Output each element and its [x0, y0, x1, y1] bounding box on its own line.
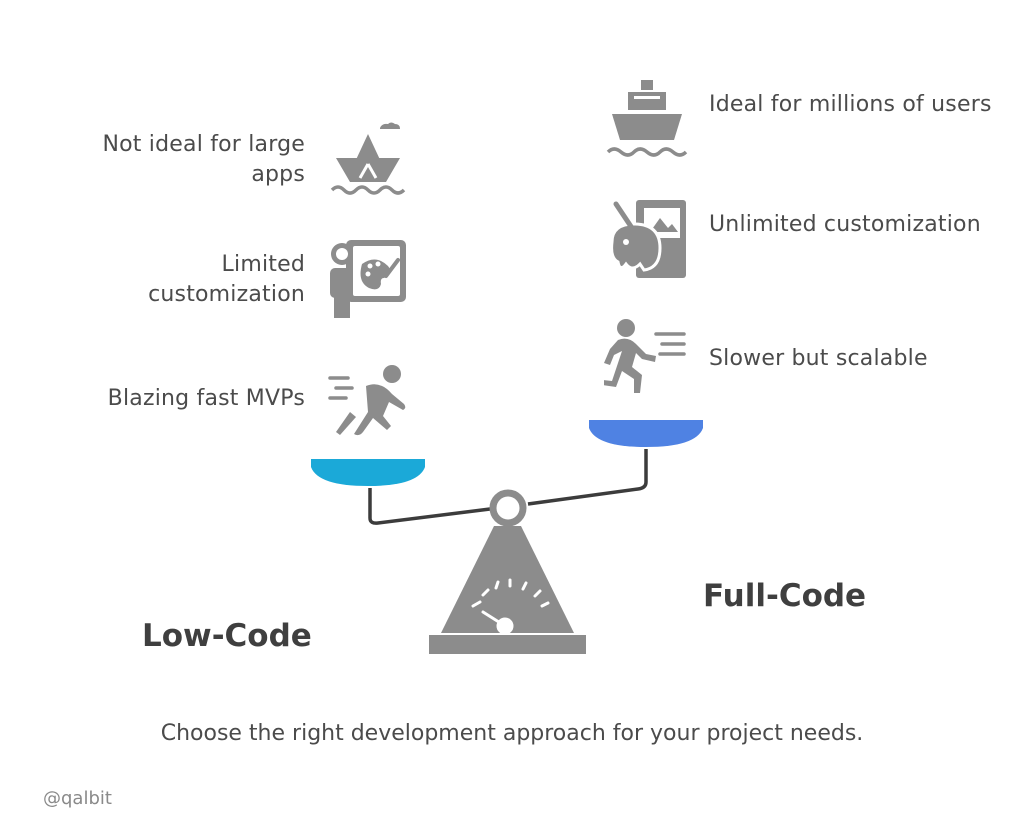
scale-base [429, 635, 586, 654]
full-code-title: Full-Code [703, 578, 867, 614]
right-pan-string [527, 449, 648, 506]
left-pan-string [368, 488, 491, 525]
painter-palette-icon [330, 240, 406, 318]
full-code-item-1-label: Ideal for millions of users [709, 92, 992, 117]
left-pan [311, 459, 425, 486]
elephant-art-icon [610, 200, 686, 278]
full-code-item-2-label: Unlimited customization [709, 212, 981, 237]
scale-pivot [489, 489, 527, 527]
gauge-icon [471, 578, 550, 635]
ship-icon [606, 80, 688, 157]
caption: Choose the right development approach fo… [160, 721, 864, 746]
running-fast-icon [328, 365, 406, 436]
low-code-item-3-label: Blazing fast MVPs [107, 386, 305, 411]
low-code-title: Low-Code [142, 618, 312, 654]
right-pan [589, 420, 703, 447]
scale-stand [441, 526, 574, 633]
watermark: @qalbit [43, 788, 112, 809]
runner-icon [604, 319, 686, 393]
full-code-item-3-label: Slower but scalable [709, 346, 928, 371]
paper-boat-icon [330, 122, 406, 195]
low-code-item-2-label: Limited customization [148, 252, 305, 307]
low-code-item-1-label: Not ideal for large apps [102, 132, 305, 187]
